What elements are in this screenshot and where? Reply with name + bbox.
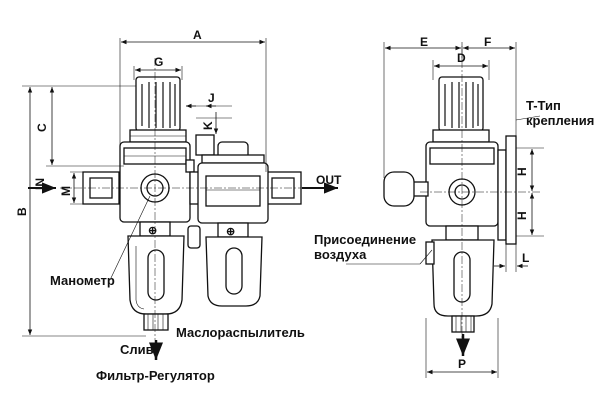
port-out: OUT: [316, 173, 342, 187]
side-plug: [187, 225, 201, 249]
dim-H1: H: [515, 167, 529, 176]
label-filter-regulator: Фильтр-Регулятор: [96, 368, 215, 383]
side-bowl-clip: [425, 241, 435, 265]
front-view: ⊕ ⊕ A G: [15, 28, 342, 383]
lubricator-lock-icon: ⊕: [226, 226, 235, 238]
gauge-plug: [185, 159, 195, 173]
dim-F: F: [484, 35, 491, 49]
side-view: E F D H H L P T-Тип крепления Присоедине…: [314, 35, 594, 378]
bowl-guard: [135, 246, 145, 310]
drain-valve: [143, 313, 169, 331]
label-air-connection-1: Присоединение: [314, 232, 416, 247]
label-air-connection-2: воздуха: [314, 247, 367, 262]
label-mount-type-2: крепления: [526, 113, 594, 128]
dim-H2: H: [515, 211, 529, 220]
lubricator-bowl-window: [225, 247, 243, 295]
dim-G: G: [154, 55, 163, 69]
dim-E: E: [420, 35, 428, 49]
dim-D: D: [457, 51, 466, 65]
dim-C: C: [35, 123, 49, 132]
dim-K: K: [201, 121, 215, 130]
side-knob-ribs: [444, 82, 479, 128]
oil-fill-plug: [195, 134, 215, 156]
dim-A: A: [193, 28, 202, 42]
bowl-window: [147, 249, 165, 301]
dim-M: M: [59, 186, 73, 196]
side-drain: [451, 315, 475, 333]
regulator-knob: [135, 76, 181, 132]
knob-ribs: [141, 82, 176, 128]
side-knob-collar: [432, 129, 490, 143]
pressure-gauge: [383, 171, 415, 207]
dim-B: B: [15, 207, 29, 216]
label-drain: Слив: [120, 342, 154, 357]
lubricator-cap: [201, 154, 265, 164]
label-manometer: Манометр: [50, 273, 115, 288]
mount-bracket-plate: [505, 135, 517, 245]
mount-bracket-arm: [497, 149, 507, 241]
label-mount-type-1: T-Тип: [526, 98, 561, 113]
lock-icon: ⊕: [148, 225, 157, 237]
label-lubricator: Маслораспылитель: [176, 325, 305, 340]
dim-J: J: [208, 91, 215, 105]
dim-P: P: [458, 357, 466, 371]
dim-L: L: [522, 251, 529, 265]
lubricator-body-face: [205, 175, 261, 207]
